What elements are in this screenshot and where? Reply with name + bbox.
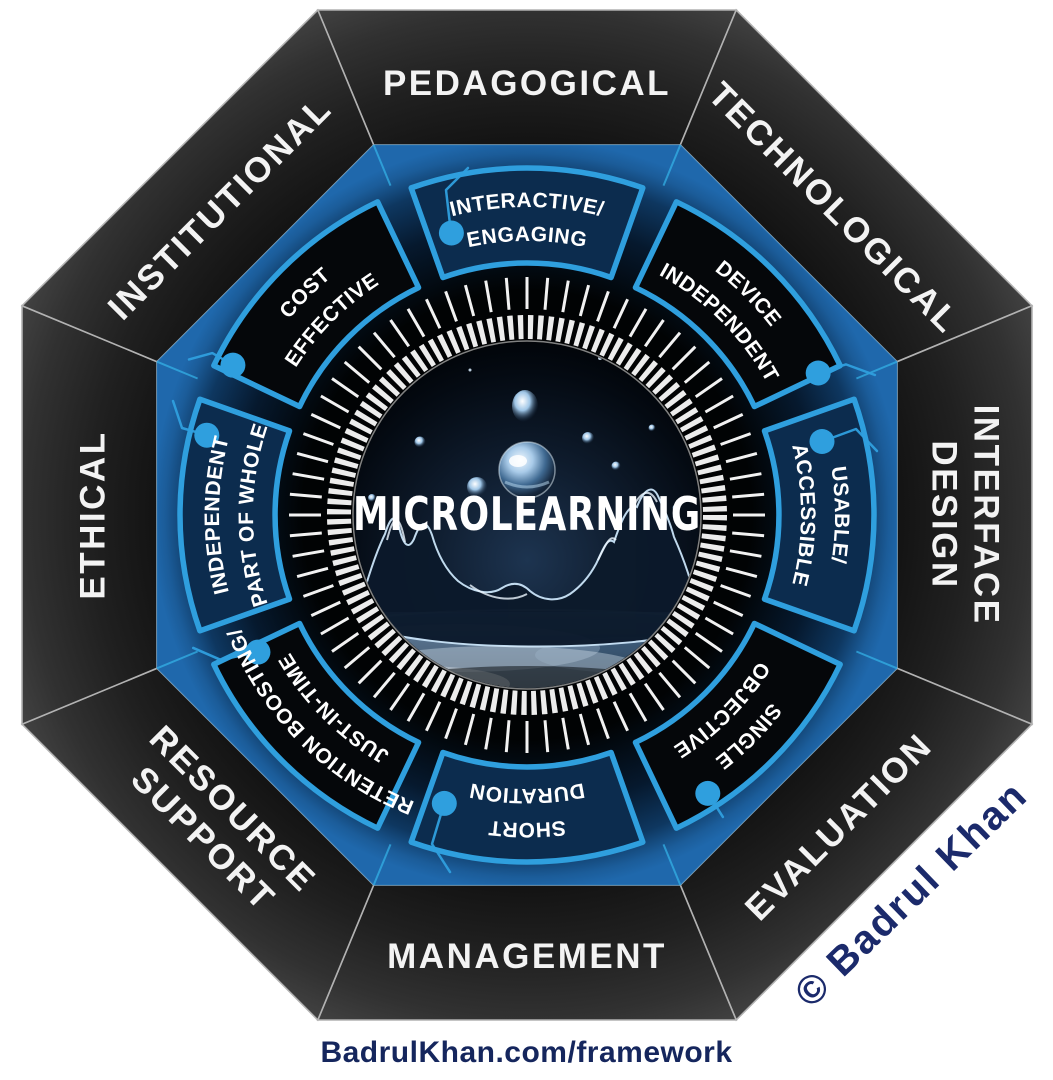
node-dot-icon [431,790,457,816]
svg-text:ETHICAL: ETHICAL [74,430,113,599]
svg-text:DESIGN: DESIGN [925,440,964,589]
connector-line [444,166,470,235]
node-dot-icon [438,220,464,246]
connector-line [191,646,260,662]
svg-text:INTERFACE: INTERFACE [967,405,1006,626]
node-dot-icon [245,639,271,665]
corner-seam-lines [156,144,898,886]
footer-url: BadrulKhan.com/framework [320,1036,733,1069]
svg-text:SHORT: SHORT [487,816,567,841]
attribute-segment-independent-part-of-whole: INDEPENDENT PART OF WHOLE [171,396,293,634]
splash-highlights [386,491,658,600]
section-label-pedagogical: PEDAGOGICAL [383,64,671,103]
svg-text:USABLE/: USABLE/ [826,465,853,565]
water-droplets [368,390,700,512]
photo-edge-ring [352,340,702,690]
section-label-ethical: ETHICAL [74,430,113,599]
center-title: MICROLEARNING [353,487,701,541]
node-dot-icon [220,352,246,378]
node-dot-icon [805,360,831,386]
attribute-segment-interactive-engaging: INTERACTIVE/ ENGAGING [408,165,646,281]
attribute-segment-usable-accessible: USABLE/ ACCESSIBLE [761,396,879,634]
section-label-management: MANAGEMENT [387,937,667,976]
attribute-segment-short-duration: SHORT DURATION [408,749,646,874]
node-dot-icon [695,780,721,806]
connector-line [430,801,452,874]
octagon-band-interface-design [896,304,1033,726]
gauge-dense-ring [327,315,727,715]
section-label-interface-design: INTERFACE DESIGN [925,405,1006,626]
node-dot-icon [809,429,835,454]
attribute-segment-cost-effective: COST EFFECTIVE [187,199,422,410]
gauge-tick-ring [289,277,765,753]
octagon-outer-ring [20,8,1034,1022]
node-dot-icon [194,422,220,448]
attribute-segment-single-objective: SINGLE OBJECTIVE [632,620,843,831]
splash-crown [354,488,700,648]
